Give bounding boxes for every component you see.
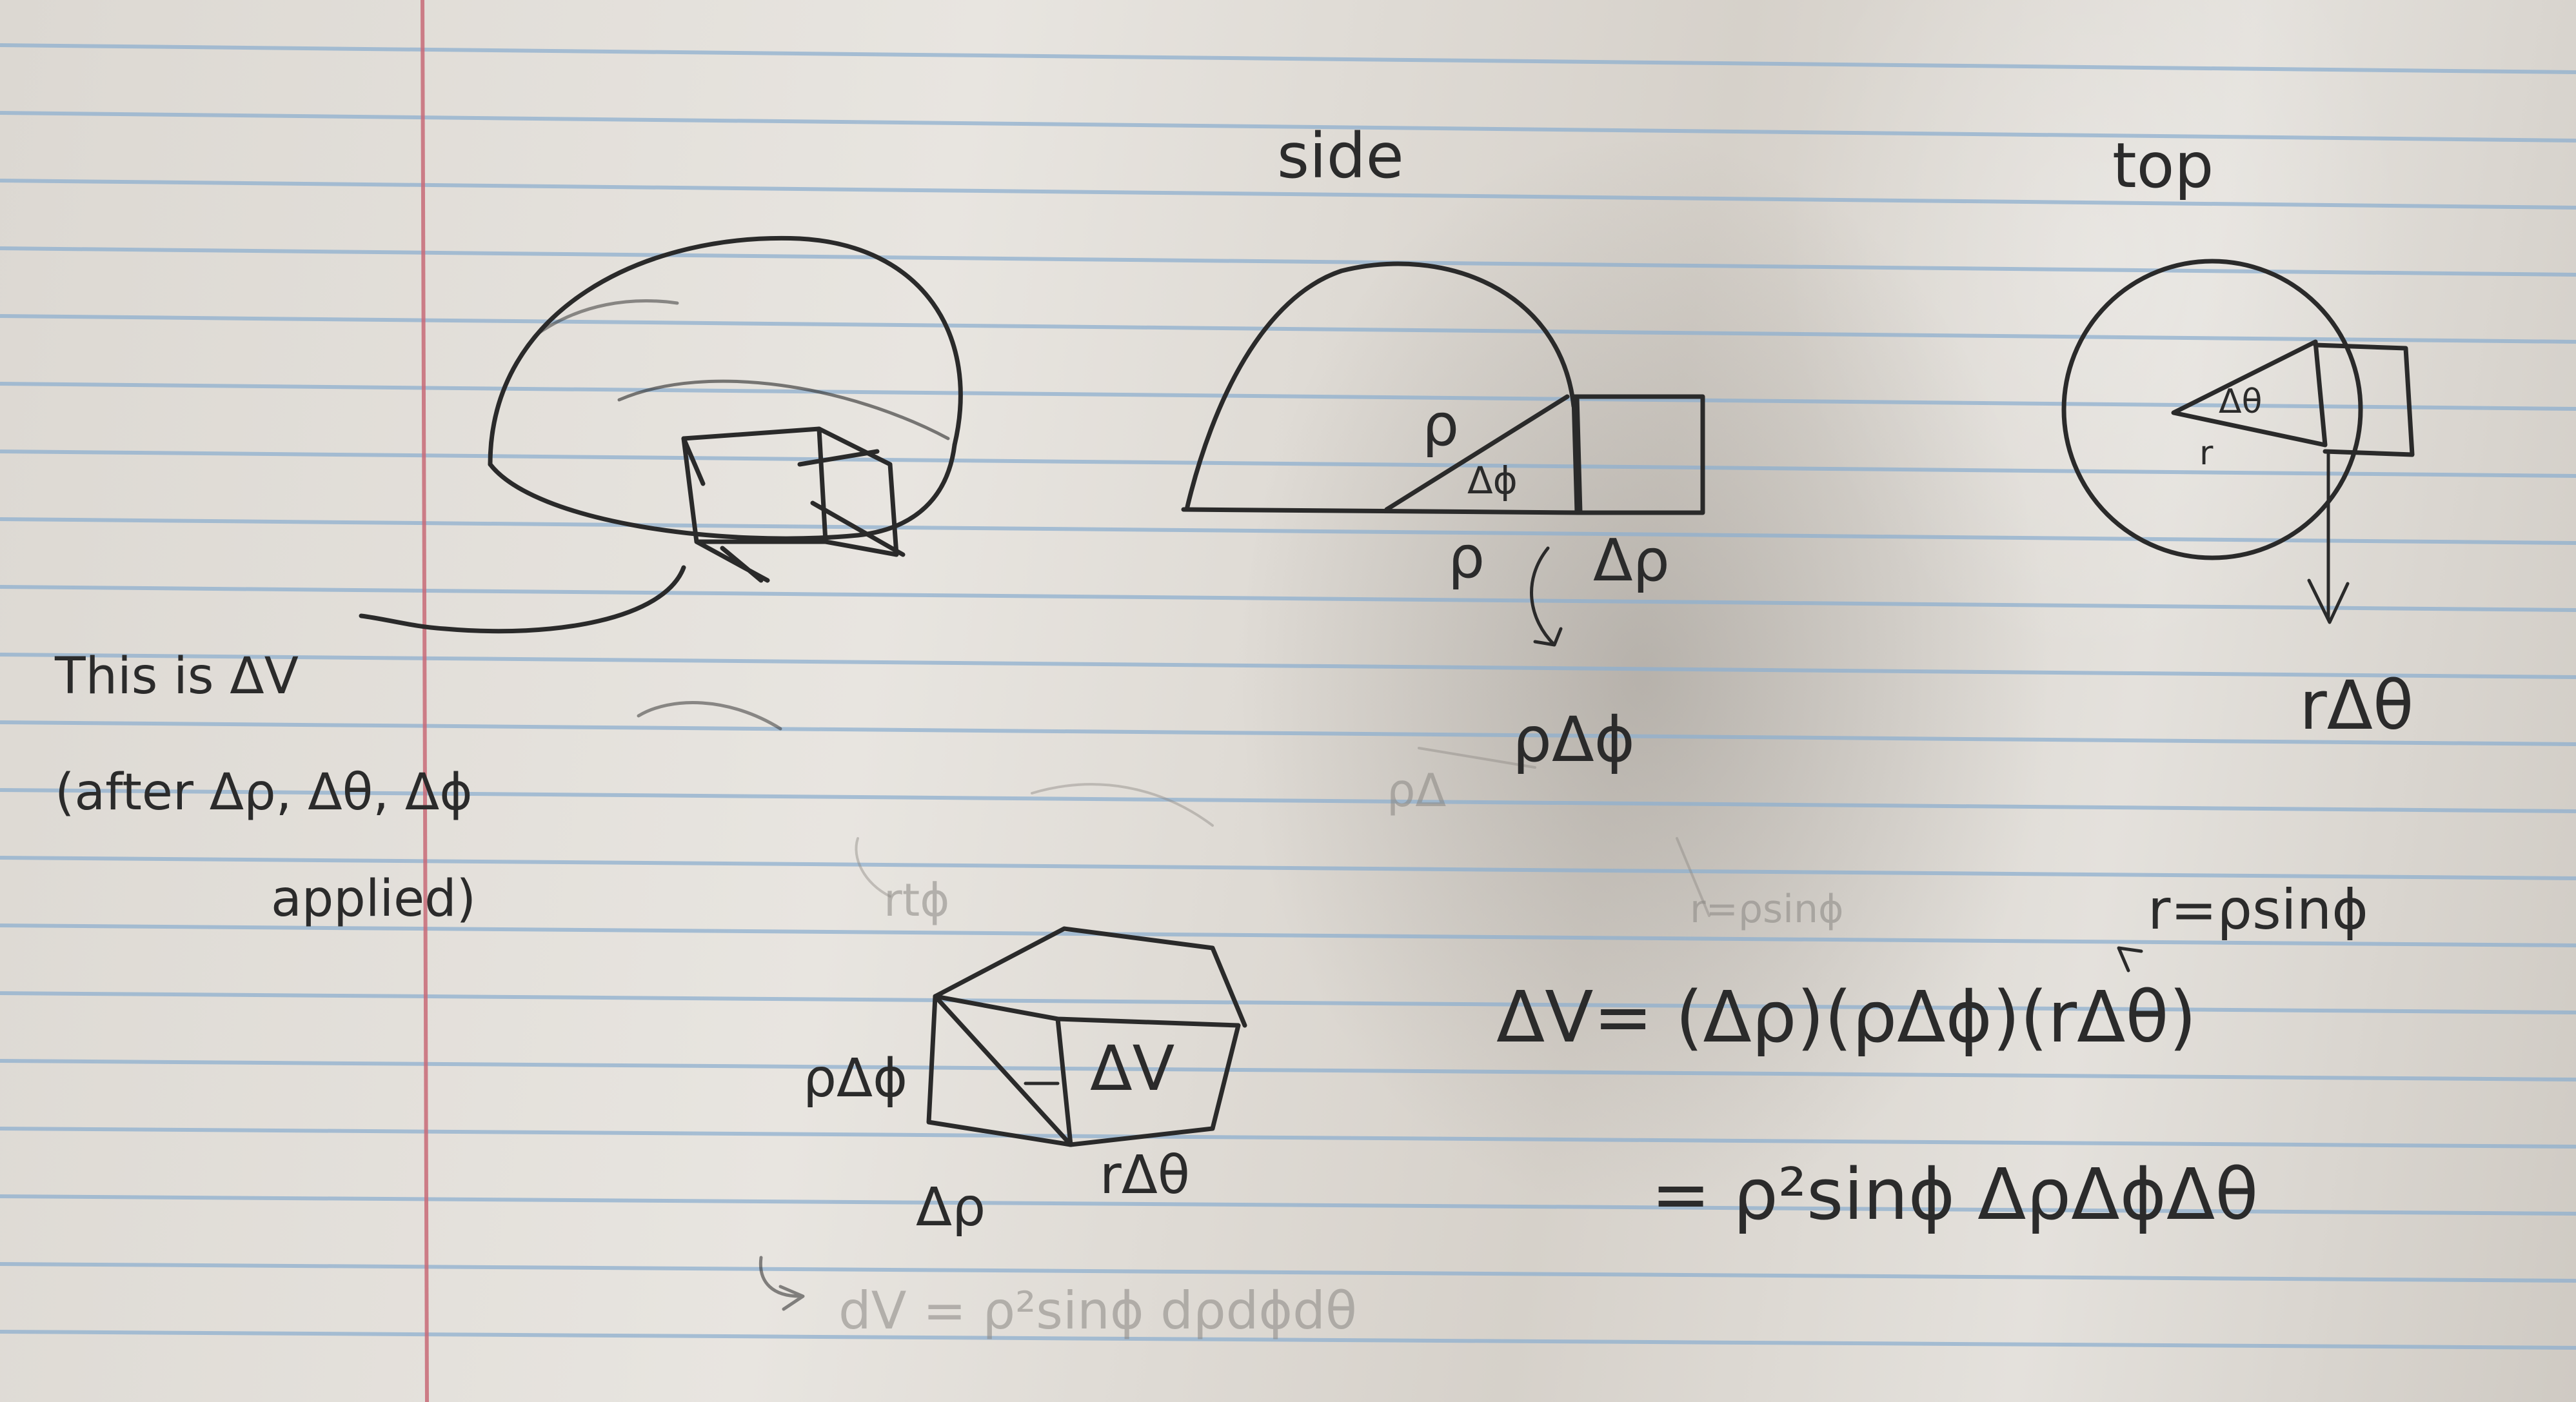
top-view: top Δθ r rΔθ: [2061, 130, 2415, 745]
side-rho-base: ρ: [1448, 524, 1485, 591]
note-line-3: applied): [271, 870, 476, 928]
margin-line: [421, 0, 429, 1402]
dome-sketch: [359, 235, 963, 634]
note-pointer: [637, 701, 782, 731]
box-bottom-right: rΔθ: [1100, 1145, 1190, 1206]
side-title: side: [1277, 120, 1404, 192]
equations: r=ρsinϕ ΔV= (Δρ)(ρΔϕ)(rΔθ) = ρ²sinϕ ΔρΔϕ…: [1496, 878, 2368, 1236]
note-line-2: (after Δρ, Δθ, Δϕ: [55, 764, 473, 822]
top-result: rΔθ: [2299, 666, 2414, 745]
r-definition: r=ρsinϕ: [2148, 878, 2368, 942]
top-title: top: [2112, 130, 2214, 202]
top-r: r: [2199, 434, 2214, 473]
box-left-label: ρΔϕ: [803, 1048, 907, 1109]
ghost-marks: rtϕ r=ρsinϕ dV = ρ²sinϕ dρdϕdθ ρΔ: [838, 747, 1844, 1341]
equation-line-1: ΔV= (Δρ)(ρΔϕ)(rΔθ): [1496, 976, 2197, 1058]
svg-text:ρΔ: ρΔ: [1387, 764, 1446, 817]
box-face-label: ΔV: [1090, 1032, 1174, 1105]
note-line-1: This is ΔV: [54, 647, 299, 706]
side-view: side ρ Δϕ ρ Δρ ρΔϕ: [1181, 120, 1705, 776]
svg-text:dV = ρ²sinϕ dρdϕdθ: dV = ρ²sinϕ dρdϕdθ: [838, 1281, 1357, 1341]
side-drho: Δρ: [1593, 527, 1670, 595]
volume-box: ρΔϕ ΔV Δρ rΔθ: [758, 926, 1247, 1311]
side-rho-hyp: ρ: [1422, 391, 1459, 459]
svg-text:r=ρsinϕ: r=ρsinϕ: [1690, 887, 1844, 932]
top-dtheta: Δθ: [2219, 382, 2262, 421]
box-bottom-left: Δρ: [916, 1177, 986, 1238]
svg-text:rtϕ: rtϕ: [884, 874, 949, 927]
side-dphi: Δϕ: [1467, 459, 1518, 502]
ruled-lines: [0, 43, 2576, 1350]
equation-line-2: = ρ²sinϕ ΔρΔϕΔθ: [1651, 1153, 2259, 1236]
side-result: ρΔϕ: [1512, 704, 1635, 776]
